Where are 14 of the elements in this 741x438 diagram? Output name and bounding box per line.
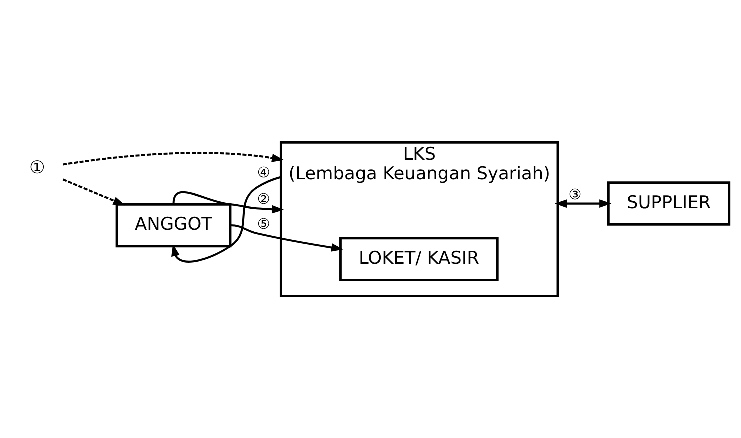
node-text: ① bbox=[29, 158, 46, 178]
arrow bbox=[172, 190, 284, 214]
node-box: LOKET/ KASIR bbox=[340, 236, 499, 281]
arrow bbox=[554, 199, 612, 208]
node-box: SUPPLIER bbox=[607, 181, 731, 226]
edge-label: ④ bbox=[257, 165, 270, 182]
node-box: ANGGOT bbox=[116, 202, 232, 248]
edge-label: ⑤ bbox=[257, 216, 270, 233]
arrow bbox=[230, 224, 344, 252]
arrow bbox=[62, 178, 126, 206]
arrow bbox=[172, 176, 282, 262]
edge-label: ③ bbox=[568, 186, 582, 203]
arrow bbox=[62, 152, 284, 166]
edge-label: ② bbox=[257, 192, 270, 208]
